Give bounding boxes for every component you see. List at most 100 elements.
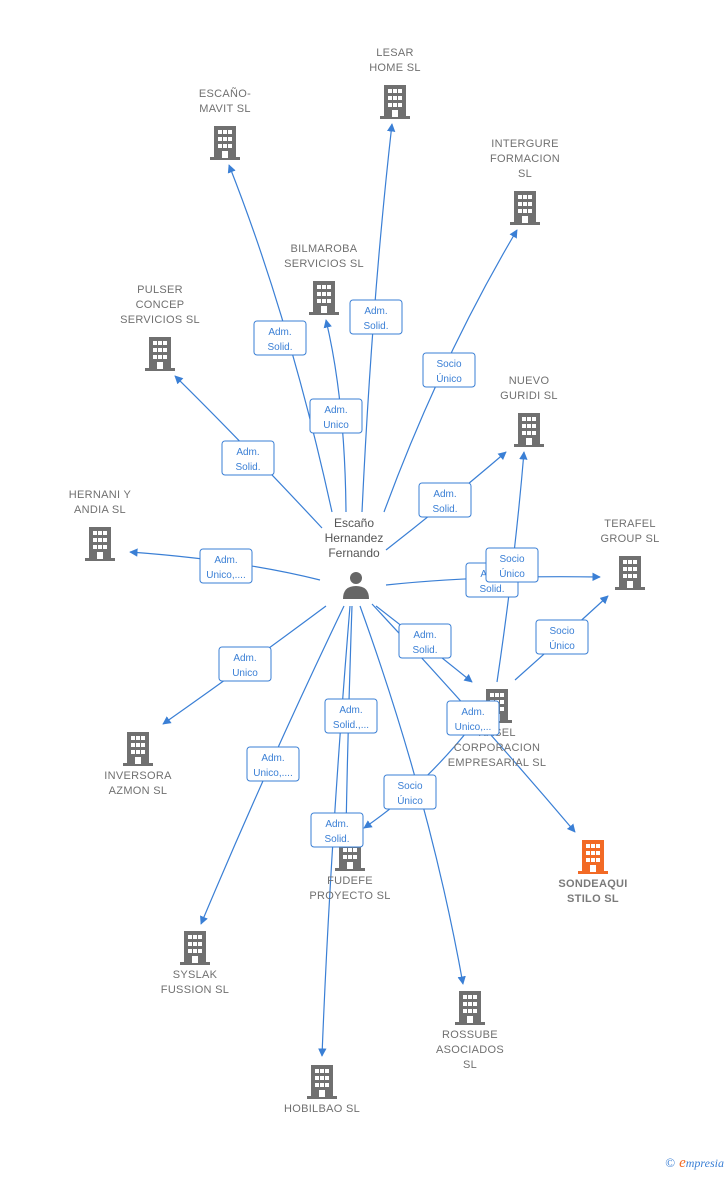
company-node-terafel[interactable]: TERAFEL GROUP SL — [600, 518, 659, 590]
building-icon — [85, 527, 115, 561]
relation-label-box — [485, 547, 539, 583]
relation-label-text: Adm. — [233, 653, 256, 664]
relation-label-box — [246, 746, 300, 782]
company-name-label: CONCEP — [136, 299, 185, 311]
company-name-label: STILO SL — [567, 893, 619, 905]
person-name-label: Escaño — [334, 516, 374, 530]
relation-label-box — [199, 548, 253, 584]
relation-label-text: Adm. — [325, 819, 348, 830]
relation-label-text: Único — [499, 567, 525, 580]
relation-label-text: Solid. — [412, 645, 437, 656]
company-name-label: BILMAROBA — [291, 243, 358, 255]
company-name-label: PROYECTO SL — [309, 890, 390, 902]
relation-label-hernani[interactable]: Adm.Unico,.... — [199, 548, 253, 584]
person-name-label: Fernando — [328, 546, 380, 560]
empresia-logo-text: mpresia — [685, 1156, 724, 1170]
relation-label-text: Solid. — [324, 834, 349, 845]
relation-label-nuevo-guridi[interactable]: Adm. Solid. — [418, 482, 472, 518]
relation-label-text: Unico — [232, 668, 258, 679]
relation-label-text: Socio — [436, 359, 461, 370]
relation-label-lesar[interactable]: Adm.Solid. — [349, 299, 403, 335]
company-name-label: SONDEAQUI — [558, 878, 627, 890]
company-name-label: PULSER — [137, 284, 183, 296]
relation-label-pulser[interactable]: Adm. Solid. — [221, 440, 275, 476]
relation-label-rasel[interactable]: Adm.Solid. — [398, 623, 452, 659]
relation-label-text: Socio — [549, 626, 574, 637]
company-name-label: INTERGURE — [491, 138, 558, 150]
company-name-label: TERAFEL — [604, 518, 656, 530]
relation-label-text: Socio — [499, 554, 524, 565]
relation-label-hobilbao[interactable]: Adm. Solid. — [310, 812, 364, 848]
relation-label-text: Solid. — [479, 584, 504, 595]
company-name-label: FUSSION SL — [161, 984, 229, 996]
relation-label-box — [422, 352, 476, 388]
relation-label-text: Adm. — [433, 489, 456, 500]
building-icon — [145, 337, 175, 371]
building-icon — [309, 281, 339, 315]
relation-label-text: Único — [549, 639, 575, 652]
company-node-pulser[interactable]: PULSER CONCEP SERVICIOS SL — [120, 284, 200, 371]
relation-label-text: Único — [436, 372, 462, 385]
relation-label-text: Unico,.... — [253, 768, 292, 779]
empresia-logo-initial: e — [679, 1155, 686, 1171]
relation-label-text: Adm. — [214, 555, 237, 566]
relation-label-text: Solid. — [363, 321, 388, 332]
company-name-label: EMPRESARIAL SL — [448, 757, 547, 769]
company-name-label: HOBILBAO SL — [284, 1103, 360, 1115]
relation-label-box — [253, 320, 307, 356]
company-name-label: GURIDI SL — [500, 390, 558, 402]
building-icon — [380, 85, 410, 119]
relation-label-text: Unico — [323, 420, 349, 431]
company-name-label: SERVICIOS SL — [120, 314, 200, 326]
relation-labels-layer: Adm.Solid.Adm.Solid.SocioÚnicoAdm.UnicoA… — [199, 299, 589, 848]
relation-label-text: Solid. — [432, 504, 457, 515]
relation-label-text: Adm. — [236, 447, 259, 458]
company-node-hobilbao[interactable]: HOBILBAO SL — [284, 1065, 360, 1115]
building-icon — [307, 1065, 337, 1099]
relation-label-bilmaroba[interactable]: Adm.Unico — [309, 398, 363, 434]
relation-label-text: Solid. — [267, 342, 292, 353]
relation-label-box — [383, 774, 437, 810]
building-icon — [578, 840, 608, 874]
company-name-label: INVERSORA — [104, 770, 172, 782]
company-node-escano-mavit[interactable]: ESCAÑO-MAVIT SL — [199, 87, 251, 160]
relation-label-inversora[interactable]: Adm. Unico — [218, 646, 272, 682]
building-icon — [510, 191, 540, 225]
company-name-label: MAVIT SL — [199, 103, 251, 115]
company-name-label: HERNANI Y — [69, 489, 132, 501]
relation-label-escano-mavit[interactable]: Adm.Solid. — [253, 320, 307, 356]
relation-label-fudefe[interactable]: Adm.Solid.,... — [324, 698, 378, 734]
relation-label-box — [310, 812, 364, 848]
relation-label-sondeaqui[interactable]: Adm.Unico,... — [446, 700, 500, 736]
company-name-label: GROUP SL — [600, 533, 659, 545]
relation-label-text: Solid. — [235, 462, 260, 473]
relation-label-box — [221, 440, 275, 476]
relation-label-syslak[interactable]: Adm.Unico,.... — [246, 746, 300, 782]
relation-label-text: Socio — [397, 781, 422, 792]
building-icon — [123, 732, 153, 766]
relation-label-text: Solid.,... — [333, 720, 369, 731]
relation-label-box — [446, 700, 500, 736]
brand-footer[interactable]: ©empresia — [665, 1155, 724, 1172]
company-node-sondeaqui[interactable]: SONDEAQUI STILO SL — [558, 840, 627, 905]
copyright-icon: © — [665, 1155, 676, 1170]
company-name-label: FORMACION — [490, 153, 560, 165]
building-icon — [615, 556, 645, 590]
relation-label-box — [309, 398, 363, 434]
